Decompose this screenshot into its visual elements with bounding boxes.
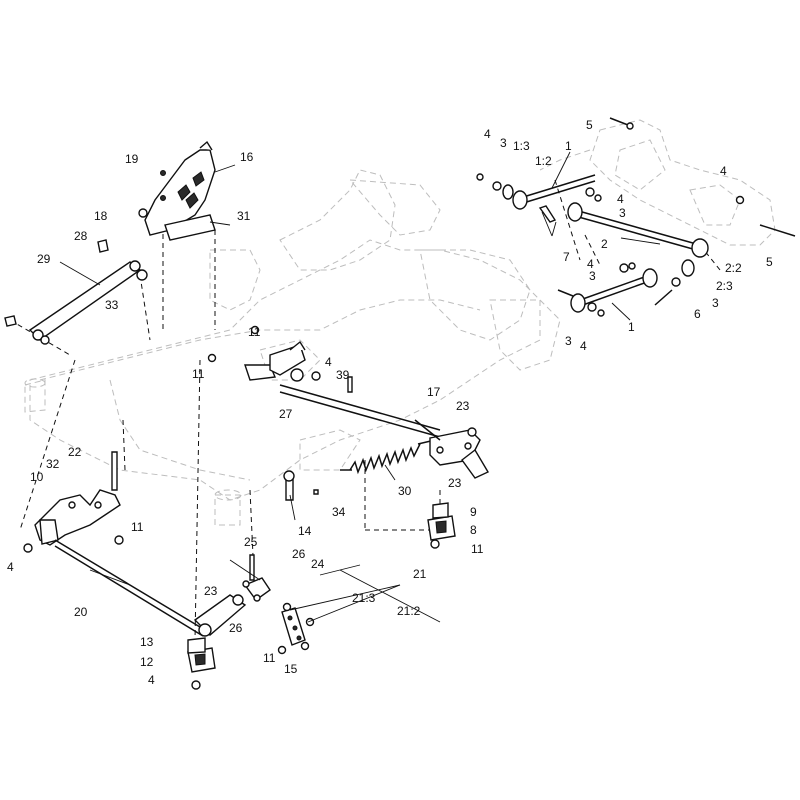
callout-10: 10 (30, 470, 44, 484)
pivot-link-29 (4, 239, 148, 345)
rear-axle-mount-frame (539, 119, 776, 246)
callout-31: 31 (237, 209, 251, 223)
callout-4: 4 (587, 257, 594, 271)
callout-3: 3 (589, 269, 596, 283)
callout-4: 4 (720, 164, 727, 178)
callout-26: 26 (229, 621, 243, 635)
height-lever-27 (244, 340, 441, 438)
callout-19: 19 (125, 152, 139, 166)
callout-1-3: 1:3 (513, 139, 530, 153)
callout-26: 26 (292, 547, 306, 561)
callout-2-2: 2:2 (725, 261, 742, 275)
callout-24: 24 (311, 557, 325, 571)
callout-11: 11 (131, 520, 144, 534)
callout-23: 23 (204, 584, 218, 598)
link-plate-23 (414, 419, 489, 479)
callout-11: 11 (248, 325, 261, 339)
callout-4: 4 (580, 339, 587, 353)
callout-3: 3 (565, 334, 572, 348)
callout-3: 3 (500, 136, 507, 150)
link-21 (281, 602, 315, 646)
callout-6: 6 (694, 307, 701, 321)
callout-8: 8 (470, 523, 477, 537)
callout-11: 11 (192, 367, 205, 381)
callout-4: 4 (484, 127, 491, 141)
callout-5: 5 (586, 118, 593, 132)
callout-15: 15 (284, 662, 298, 676)
callout-22: 22 (68, 445, 82, 459)
callout-23: 23 (456, 399, 470, 413)
callout-25: 25 (244, 535, 258, 549)
arm-1-lower (557, 259, 695, 317)
bushing-12-13 (187, 637, 216, 673)
callout-3: 3 (712, 296, 719, 310)
callout-20: 20 (74, 605, 88, 619)
callout-32: 32 (46, 457, 60, 471)
assembly-lines (9, 179, 721, 641)
callout-1: 1 (628, 320, 635, 334)
callout-21-3: 21:3 (352, 591, 376, 605)
spring-30 (340, 439, 436, 475)
callout-18: 18 (94, 209, 108, 223)
callout-21-2: 21:2 (397, 604, 421, 618)
callout-29: 29 (37, 252, 51, 266)
bushing-8-9 (427, 502, 456, 541)
callout-17: 17 (427, 385, 441, 399)
arm-1-upper (476, 173, 596, 210)
callout-4: 4 (7, 560, 14, 574)
callout-12: 12 (140, 655, 154, 669)
stop-bracket-32 (34, 489, 121, 546)
callout-34: 34 (332, 505, 346, 519)
callout-39: 39 (336, 368, 350, 382)
callout-27: 27 (279, 407, 293, 421)
callout-11: 11 (471, 542, 484, 556)
callout-1-2: 1:2 (535, 154, 552, 168)
callout-4: 4 (617, 192, 624, 206)
callout-7: 7 (563, 250, 570, 264)
leader-lines (59, 151, 661, 623)
callout-labels: 1 1 1:3 1:2 2 2:2 2:3 3 3 3 3 3 4 4 4 4 … (7, 118, 773, 687)
callout-2-3: 2:3 (716, 279, 733, 293)
callout-33: 33 (105, 298, 119, 312)
arm-2 (538, 187, 709, 258)
callout-1: 1 (565, 139, 572, 153)
small-hardware (23, 170, 440, 690)
callout-4: 4 (148, 673, 155, 687)
callout-14: 14 (298, 524, 312, 538)
callout-21: 21 (413, 567, 427, 581)
callout-5: 5 (766, 255, 773, 269)
callout-16: 16 (240, 150, 254, 164)
callout-28: 28 (74, 229, 88, 243)
callout-9: 9 (470, 505, 477, 519)
callout-2: 2 (601, 237, 608, 251)
callout-23: 23 (448, 476, 462, 490)
callout-11: 11 (263, 651, 276, 665)
bolts-5 (609, 117, 796, 237)
support-plate-31 (164, 214, 216, 241)
callout-4: 4 (325, 355, 332, 369)
callout-30: 30 (398, 484, 412, 498)
callout-13: 13 (140, 635, 154, 649)
callout-3: 3 (619, 206, 626, 220)
